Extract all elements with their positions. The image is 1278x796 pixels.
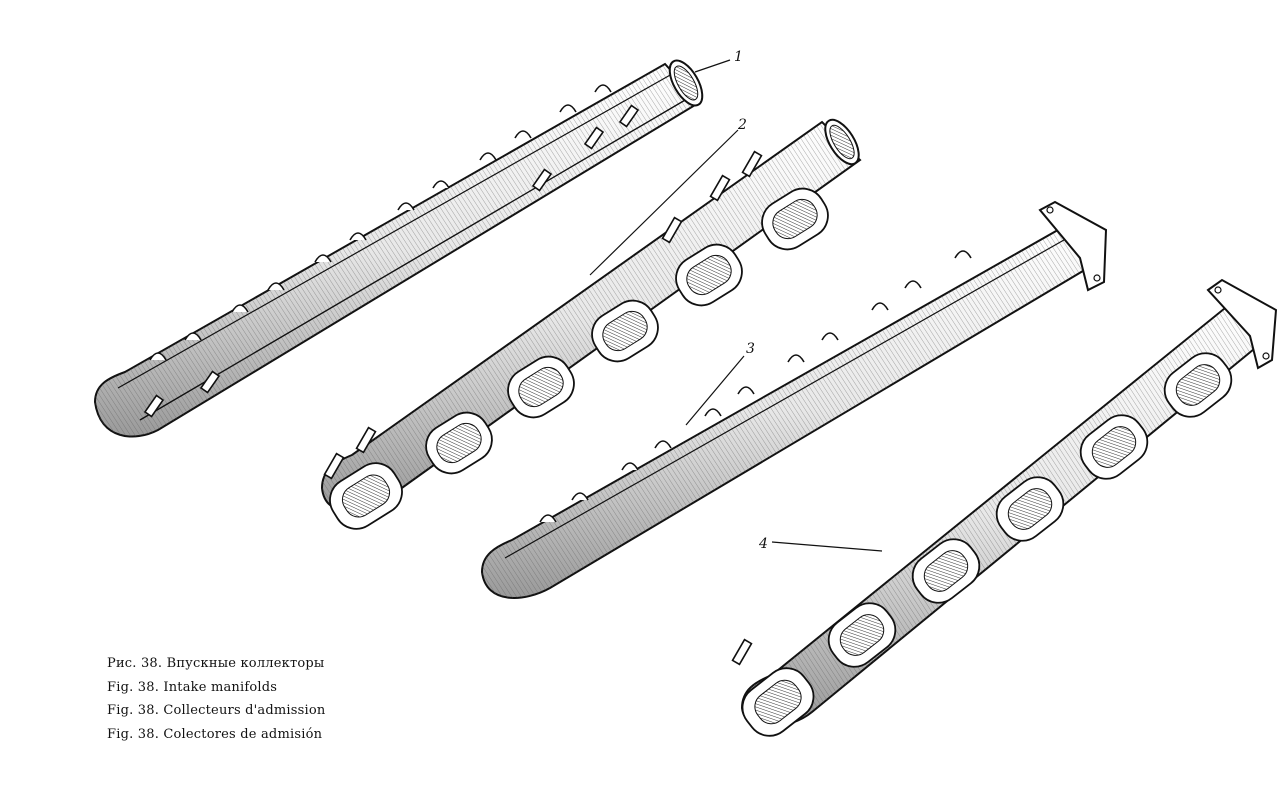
figure-caption: Рис. 38. Впускные коллекторы Fig. 38. In…	[107, 652, 326, 746]
caption-es: Fig. 38. Colectores de admisión	[107, 726, 323, 742]
manifold-2-port-openings	[341, 198, 818, 518]
manifold-4-flange	[1206, 278, 1278, 370]
manifold-1-pipes	[143, 104, 640, 418]
manifold-1-bosses	[149, 84, 612, 361]
manifold-1	[93, 59, 704, 438]
caption-fr: Fig. 38. Collecteurs d'admission	[107, 703, 326, 718]
manifold-3-bosses	[539, 250, 972, 523]
manifold-3-flange	[1038, 200, 1108, 292]
manifold-2	[320, 118, 862, 530]
manifold-4-port-openings	[754, 364, 1221, 725]
callout-3: 3	[746, 341, 755, 357]
caption-ru: Рис. 38. Впускные коллекторы	[107, 656, 325, 671]
manifold-3	[480, 200, 1108, 599]
callout-4: 4	[759, 536, 768, 552]
callout-1: 1	[734, 49, 743, 65]
leader-lines	[589, 59, 883, 552]
manifold-4-pipe	[731, 638, 753, 666]
callout-2: 2	[738, 117, 747, 133]
manifold-4	[731, 278, 1278, 737]
caption-en: Fig. 38. Intake manifolds	[107, 679, 278, 695]
manifold-2-pipes	[323, 150, 763, 480]
